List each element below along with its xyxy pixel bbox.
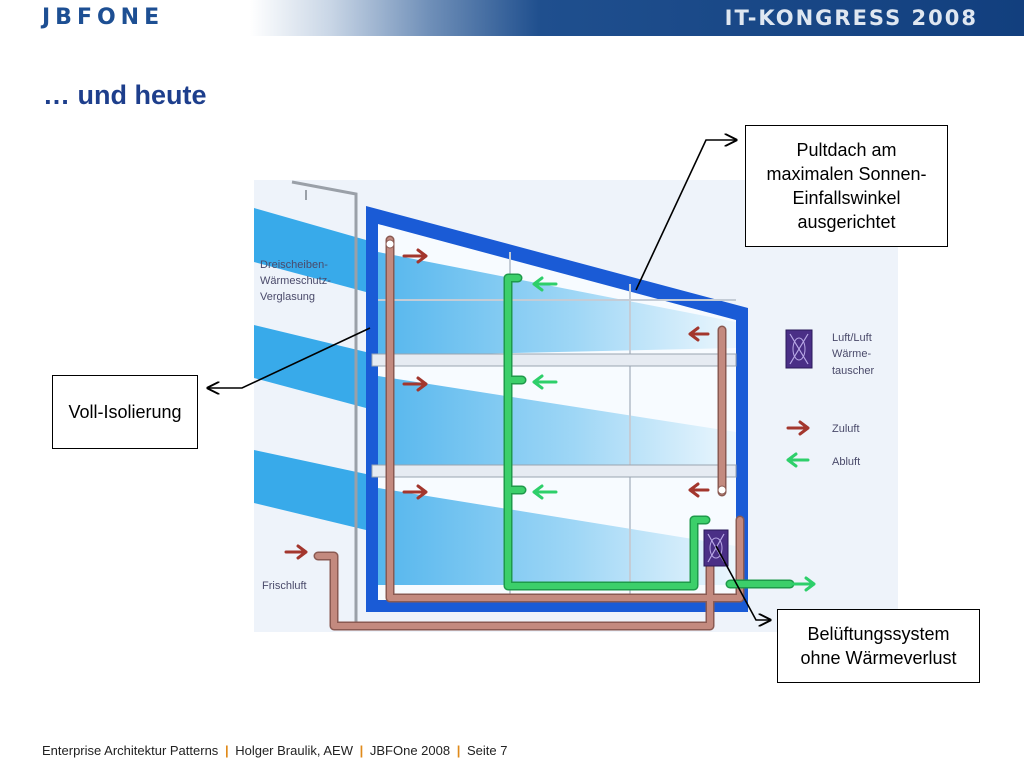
fresh-air-label: Frischluft	[262, 580, 307, 592]
roof-callout-line-2: maximalen Sonnen-	[766, 164, 927, 184]
insulation-callout: Voll-Isolierung	[52, 375, 198, 449]
footer: Enterprise Architektur Patterns | Holger…	[42, 743, 507, 758]
congress-title: IT-KONGRESS 2008	[724, 6, 978, 30]
slide-title: … und heute	[43, 80, 207, 110]
header-bar: JBFONE IT-KONGRESS 2008	[0, 0, 1024, 36]
roof-callout-line-1: Pultdach am	[796, 140, 897, 160]
footer-item-topic: Enterprise Architektur Patterns	[42, 743, 219, 758]
roof-callout: Pultdach am maximalen Sonnen- Einfallswi…	[745, 125, 948, 247]
legend: Luft/Luft Wärme- tauscher Zuluft Abluft	[785, 329, 875, 468]
callout-leaders	[208, 140, 770, 620]
legend-exchanger-icon	[785, 329, 813, 369]
glazing-label-line-2: Wärmeschutz-	[260, 275, 331, 287]
supply-duct-fill	[315, 237, 743, 629]
footer-separator: |	[224, 743, 229, 758]
light-beams	[378, 252, 736, 585]
exhaust-duct-fill	[505, 275, 793, 589]
legend-exchanger-line-3: tauscher	[832, 365, 875, 377]
ventilation-callout: Belüftungssystem ohne Wärmeverlust	[777, 609, 980, 683]
footer-separator: |	[456, 743, 461, 758]
legend-exhaust-arrow-icon	[786, 452, 810, 468]
footer-separator: |	[359, 743, 364, 758]
legend-supply-label: Zuluft	[832, 423, 860, 435]
outer-wall-line	[291, 180, 358, 630]
legend-exchanger-line-2: Wärme-	[832, 348, 871, 360]
ventilation-callout-line-1: Belüftungssystem	[807, 624, 950, 644]
footer-item-author: Holger Braulik, AEW	[235, 743, 353, 758]
glazing-label-line-1: Dreischeiben-	[260, 259, 328, 271]
legend-exchanger-line-1: Luft/Luft	[832, 332, 872, 344]
footer-item-event: JBFOne 2008	[369, 743, 451, 758]
footer-item-page: Seite 7	[466, 743, 508, 758]
legend-supply-arrow-icon	[786, 420, 810, 436]
roof-callout-line-4: ausgerichtet	[797, 212, 896, 232]
floor-upper	[371, 353, 737, 367]
floor-lower	[371, 464, 737, 478]
jbfone-logo: JBFONE	[42, 5, 165, 30]
glazing-label-line-3: Verglasung	[260, 291, 315, 303]
glazing-bands	[254, 208, 366, 530]
legend-exhaust-label: Abluft	[832, 456, 860, 468]
supply-arrows	[284, 248, 710, 560]
roof-callout-line-3: Einfallswinkel	[792, 188, 901, 208]
ventilation-callout-line-2: ohne Wärmeverlust	[800, 648, 957, 668]
insulation-callout-text: Voll-Isolierung	[68, 402, 182, 422]
exhaust-arrows	[532, 276, 816, 592]
